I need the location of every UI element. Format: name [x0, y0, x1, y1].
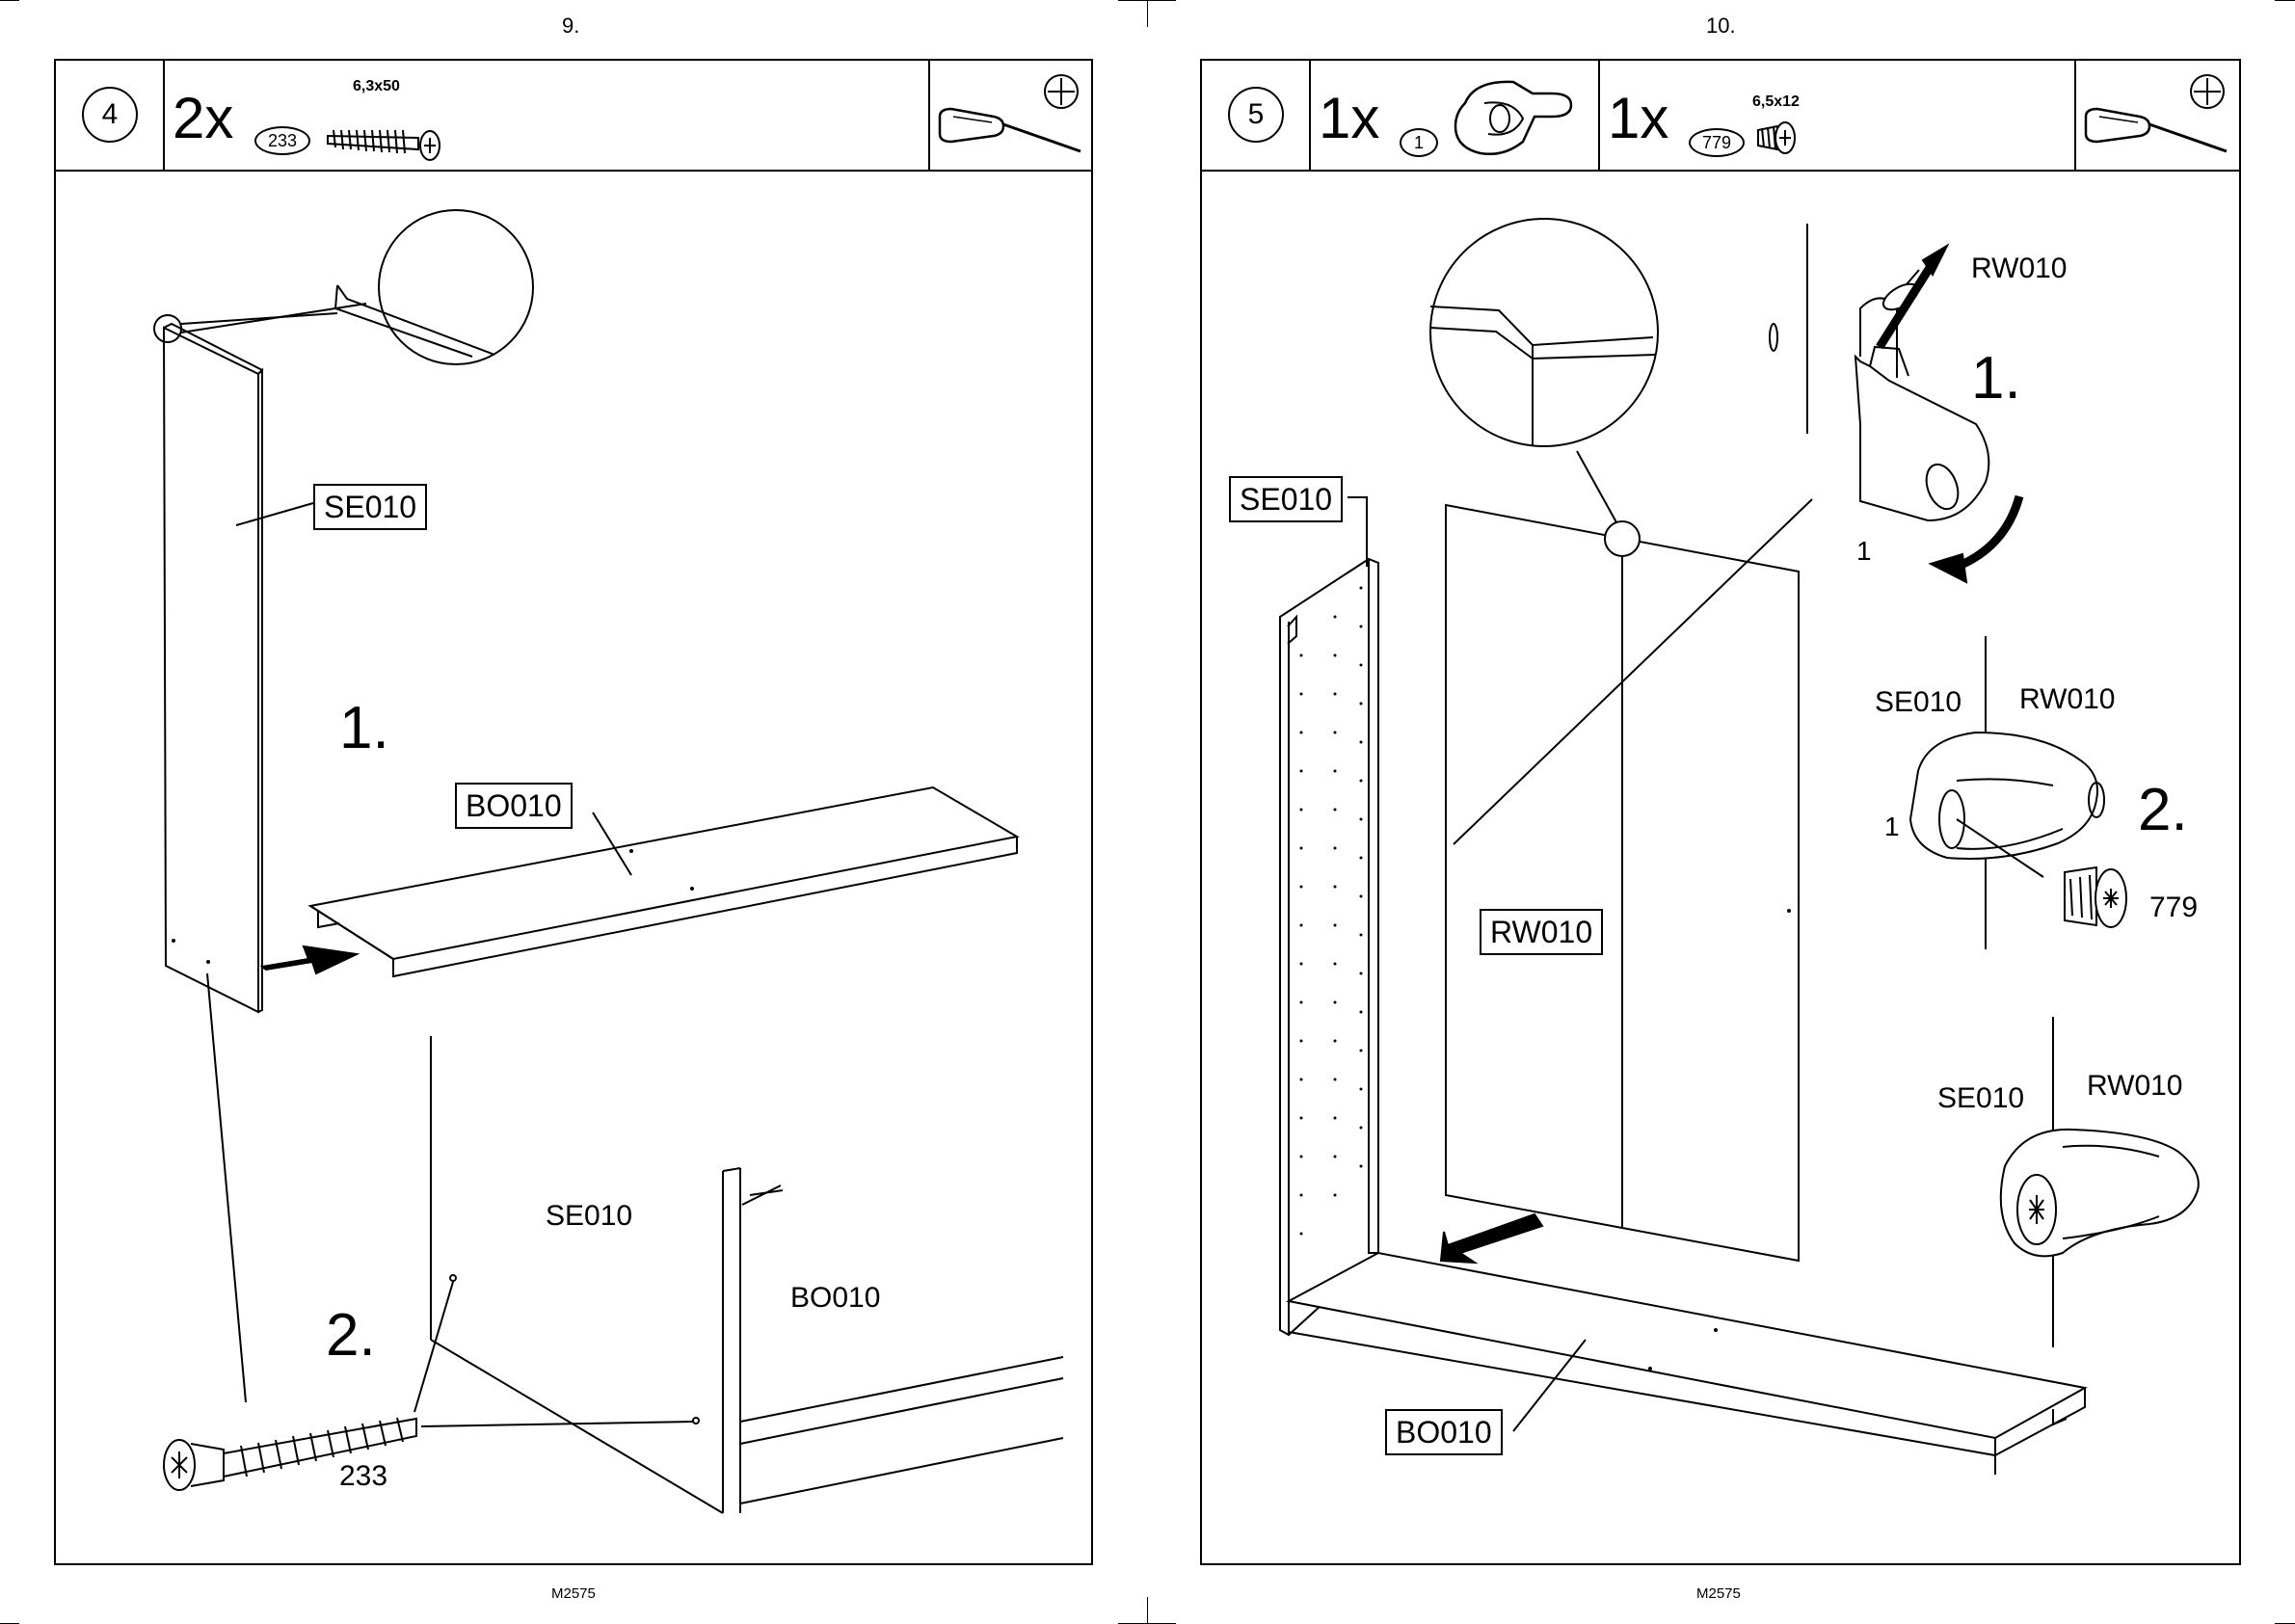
hardware-cell-screw-233: 2x 233 6,3x50	[165, 61, 930, 170]
step-number: 4	[82, 87, 138, 143]
sub-step-1-left: 1.	[339, 694, 389, 762]
parts-header: 4 2x 233 6,3x50	[56, 61, 1091, 172]
cam-connector-icon	[1446, 74, 1590, 161]
hardware-quantity: 1x	[1319, 90, 1379, 147]
page-number-left: 9.	[562, 13, 579, 39]
screw-size: 6,3x50	[353, 78, 400, 95]
sub-step-2-right: 2.	[2138, 776, 2188, 844]
crop-mark	[1147, 0, 1148, 27]
parts-header: 5 1x 1 1x 779 6,5x12	[1202, 61, 2239, 172]
tools-cell	[2076, 61, 2239, 170]
step-cell: 4	[56, 61, 165, 170]
long-screw-icon	[324, 99, 459, 161]
label-detail2-side: SE010	[1875, 686, 1961, 719]
label-screw-233: 233	[339, 1460, 387, 1493]
footer-code-left: M2575	[551, 1585, 596, 1602]
label-detail3-back: RW010	[2087, 1070, 2183, 1103]
label-detail2-screw: 779	[2149, 892, 2198, 924]
label-detail1-connector: 1	[1856, 536, 1872, 567]
instruction-panel-step-4: 4 2x 233 6,3x50	[54, 59, 1093, 1565]
label-detail2-back: RW010	[2019, 683, 2116, 716]
phillips-head-icon	[2186, 70, 2228, 113]
part-number-badge: 233	[254, 126, 310, 155]
screw-size: 6,5x12	[1752, 93, 1800, 111]
label-bottom-panel: BO010	[1385, 1409, 1503, 1455]
crop-mark	[0, 0, 19, 1]
label-detail2-connector: 1	[1884, 812, 1900, 842]
hardware-cell-screw-779: 1x 779 6,5x12	[1600, 61, 2076, 170]
step-cell: 5	[1202, 61, 1311, 170]
label-back-panel: RW010	[1480, 909, 1603, 955]
phillips-head-icon	[1040, 70, 1082, 113]
page-number-right: 10.	[1706, 13, 1736, 39]
short-screw-icon	[1754, 117, 1799, 159]
sub-step-1-right: 1.	[1971, 344, 2021, 413]
label-bottom-panel-top: BO010	[455, 783, 573, 829]
label-detail1-part: RW010	[1971, 253, 2068, 285]
part-number-badge: 1	[1400, 128, 1438, 157]
label-detail3-side: SE010	[1937, 1082, 2024, 1115]
crop-mark	[2275, 0, 2295, 1]
hardware-cell-connector-1: 1x 1	[1311, 61, 1600, 170]
part-number-badge: 779	[1689, 128, 1745, 157]
tools-cell	[930, 61, 1091, 170]
label-side-panel: SE010	[1229, 476, 1343, 522]
crop-mark	[1147, 1597, 1148, 1624]
footer-code-right: M2575	[1696, 1585, 1741, 1602]
label-side-panel-detail: SE010	[546, 1200, 632, 1233]
instruction-panel-step-5: 5 1x 1 1x 779 6,5x12	[1200, 59, 2241, 1565]
hardware-quantity: 2x	[173, 90, 233, 147]
label-bottom-panel-detail: BO010	[790, 1282, 880, 1315]
label-side-panel-top: SE010	[313, 484, 427, 530]
sub-step-2-left: 2.	[326, 1301, 376, 1370]
hardware-quantity: 1x	[1608, 90, 1668, 147]
step-number: 5	[1228, 87, 1284, 143]
crop-mark	[1118, 0, 1176, 1]
